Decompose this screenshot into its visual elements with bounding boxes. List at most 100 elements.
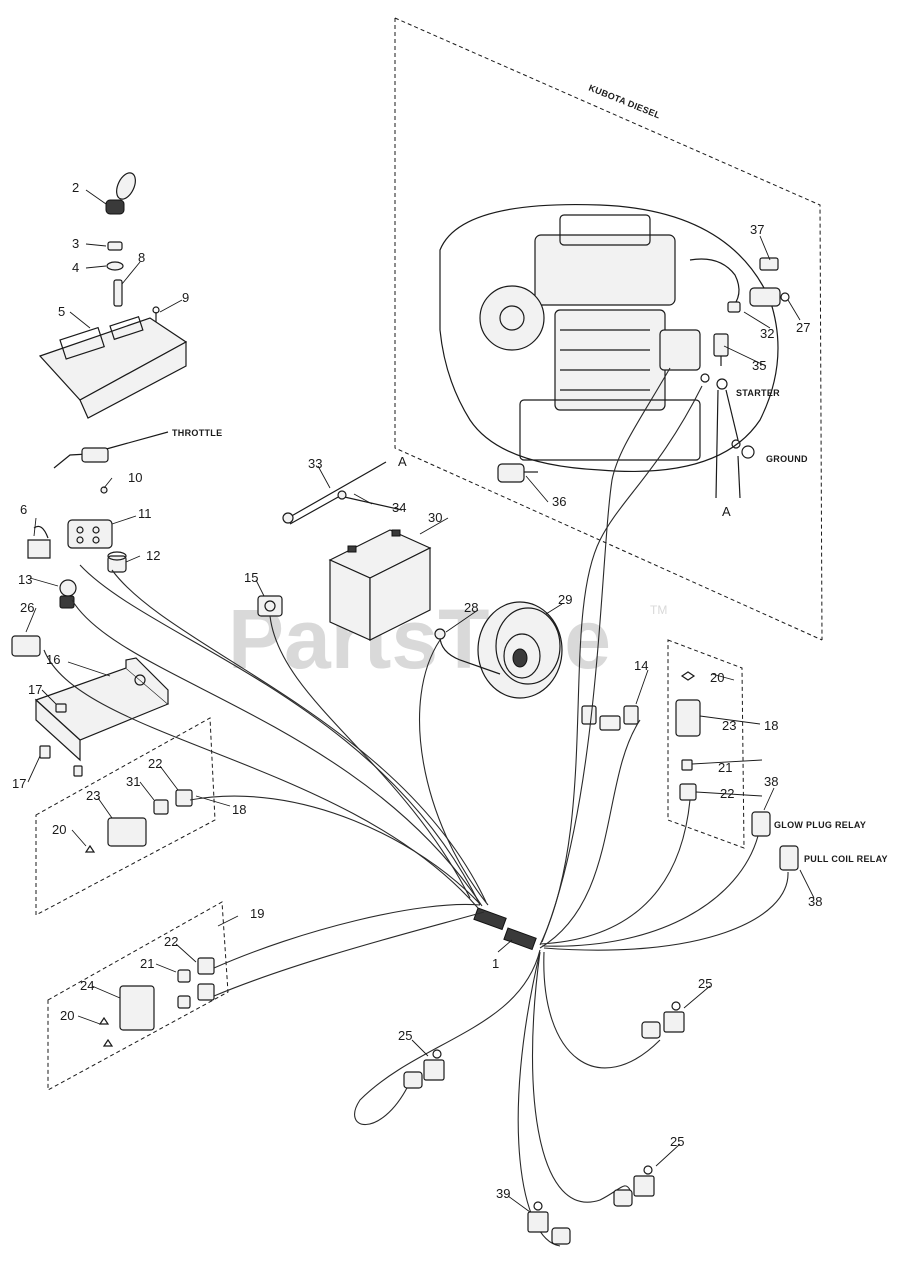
nut-3: [107, 241, 123, 251]
callout-33: 33: [308, 456, 322, 471]
starter-solenoid-27: [749, 287, 790, 307]
relay-group-19: [47, 901, 229, 1091]
pull-coil-relay-38: [779, 845, 799, 871]
connector-28: [434, 628, 501, 675]
switch-26: [11, 635, 41, 657]
callout-28: 28: [464, 600, 478, 615]
connector-25-bottom: [613, 1165, 655, 1207]
callout-18: 18: [764, 718, 778, 733]
callout-14: 14: [634, 658, 648, 673]
callout-10: 10: [128, 470, 142, 485]
callout-23: 23: [86, 788, 100, 803]
callout-36: 36: [552, 494, 566, 509]
callout-35: 35: [752, 358, 766, 373]
callout-6: 6: [20, 502, 27, 517]
pull-coil-relay-caption: PULL COIL RELAY: [804, 854, 888, 864]
sensor-32: [727, 301, 741, 313]
callout-20: 20: [60, 1008, 74, 1023]
switch-6: [27, 525, 51, 559]
callout-1: 1: [492, 956, 499, 971]
relay-group-18-right: [667, 639, 745, 849]
dash-panel-5: [38, 315, 188, 419]
glow-plug-relay-caption: GLOW PLUG RELAY: [774, 820, 866, 830]
callout-17: 17: [28, 682, 42, 697]
callout-34: 34: [392, 500, 406, 515]
ground-caption: GROUND: [766, 454, 808, 464]
callout-2: 2: [72, 180, 79, 195]
switch-8: [113, 279, 123, 307]
callout-8: 8: [138, 250, 145, 265]
nut-10: [100, 486, 108, 494]
callout-23: 23: [722, 718, 736, 733]
callout-32: 32: [760, 326, 774, 341]
callout-21: 21: [140, 956, 154, 971]
callout-20: 20: [710, 670, 724, 685]
connector-39: [527, 1201, 571, 1245]
a-marker-bottom: A: [722, 504, 731, 519]
callout-17: 17: [12, 776, 26, 791]
callout-3: 3: [72, 236, 79, 251]
pto-clutch-29: [477, 601, 563, 699]
callout-38: 38: [764, 774, 778, 789]
callout-16: 16: [46, 652, 60, 667]
clip-17a: [55, 703, 67, 713]
leader-lines: [25, 189, 815, 1213]
callout-12: 12: [146, 548, 160, 563]
callout-9: 9: [182, 290, 189, 305]
callout-37: 37: [750, 222, 764, 237]
a-marker-top: A: [398, 454, 407, 469]
ignition-switch-11: [67, 519, 113, 549]
callout-25: 25: [670, 1134, 684, 1149]
callout-20: 20: [52, 822, 66, 837]
switch-15: [257, 595, 283, 617]
callout-26: 26: [20, 600, 34, 615]
callout-11: 11: [138, 506, 152, 521]
callout-19: 19: [250, 906, 264, 921]
callout-22: 22: [720, 786, 734, 801]
throttle-assembly: [53, 431, 169, 469]
ignition-key-2: [105, 172, 136, 215]
callout-22: 22: [164, 934, 178, 949]
connector-25-left: [403, 1049, 445, 1089]
callout-25: 25: [398, 1028, 412, 1043]
starter-ground-cables: [700, 373, 755, 499]
callout-22: 22: [148, 756, 162, 771]
callout-21: 21: [718, 760, 732, 775]
engine-dashed-box: [394, 17, 823, 641]
main-wire-harness-1: [43, 367, 789, 1247]
kubota-diesel-caption: KUBOTA DIESEL: [587, 83, 662, 121]
switch-13: [59, 579, 77, 609]
callout-24: 24: [80, 978, 94, 993]
callout-18: 18: [232, 802, 246, 817]
glow-plug-relay-38: [751, 811, 771, 837]
relay-group-18-left: [35, 717, 216, 916]
callout-31: 31: [126, 774, 140, 789]
clip-17c: [73, 765, 83, 777]
battery-30: [328, 529, 432, 641]
sensor-37: [759, 257, 779, 271]
callout-13: 13: [18, 572, 32, 587]
sensor-36: [497, 463, 538, 483]
callout-25: 25: [698, 976, 712, 991]
cable-end-35: [713, 333, 729, 366]
clip-17b: [39, 745, 51, 759]
callout-30: 30: [428, 510, 442, 525]
callout-38: 38: [808, 894, 822, 909]
switch-12: [107, 551, 127, 573]
battery-cables: [282, 461, 403, 525]
kubota-engine: [439, 203, 779, 473]
starter-caption: STARTER: [736, 388, 780, 398]
callout-27: 27: [796, 320, 810, 335]
callout-5: 5: [58, 304, 65, 319]
callout-4: 4: [72, 260, 79, 275]
connector-14: [581, 705, 639, 731]
callout-39: 39: [496, 1186, 510, 1201]
throttle-caption: THROTTLE: [172, 428, 222, 438]
watermark-tm: TM: [650, 603, 667, 617]
washer-4: [106, 261, 124, 271]
connector-25-right: [641, 1001, 685, 1039]
callout-15: 15: [244, 570, 258, 585]
callout-29: 29: [558, 592, 572, 607]
